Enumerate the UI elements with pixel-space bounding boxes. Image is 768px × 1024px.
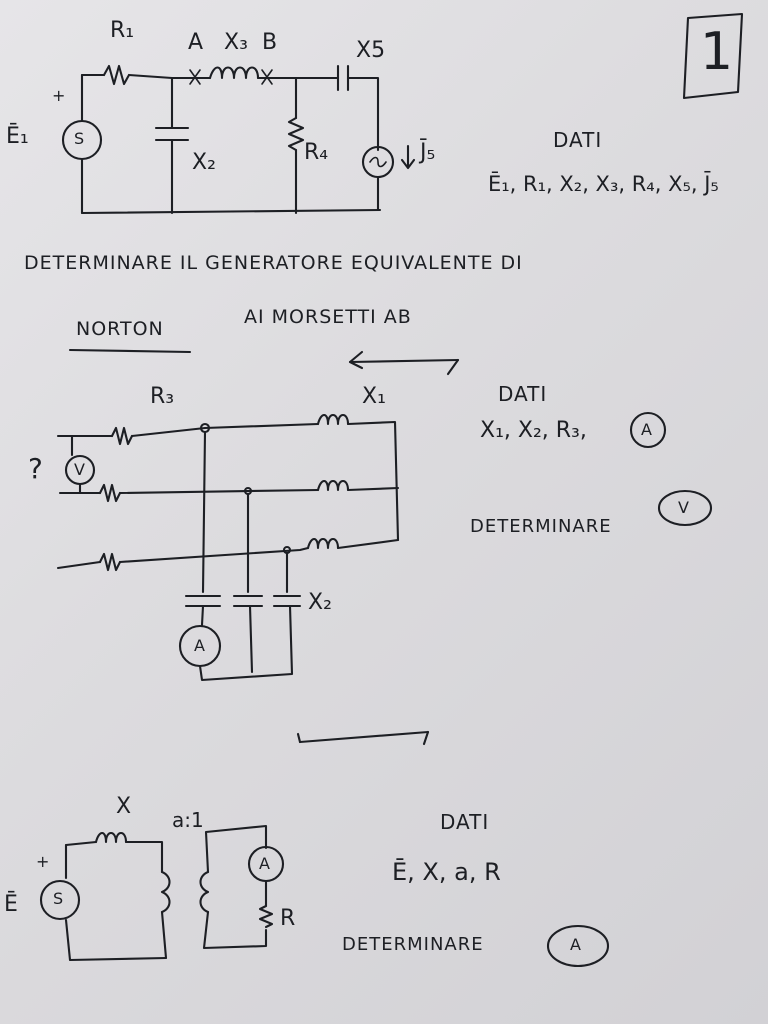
terminal-b-mark: [261, 69, 273, 85]
inductor-x1-line2: [316, 479, 350, 492]
label-voltmeter-v: V: [74, 460, 85, 479]
circuit-3: [39, 824, 285, 962]
dati-meter-2: A: [641, 420, 652, 439]
capacitor-x5: [336, 64, 350, 92]
label-source-s-1: S: [74, 129, 85, 148]
voltage-source-e: [39, 879, 81, 921]
dati-ammeter-circle-2: [629, 411, 667, 449]
transformer-primary: [160, 870, 171, 914]
resistor-r3-line2: [98, 483, 122, 503]
inductor-x1-line1: [316, 413, 350, 426]
dati-title-3: DATI: [440, 810, 490, 834]
label-r3: R₃: [150, 384, 175, 409]
label-x1: X₁: [362, 384, 386, 409]
separator-2: [296, 730, 430, 746]
inductor-x1-line3: [306, 537, 340, 550]
task-1-line-1: DETERMINARE IL GENERATORE EQUIVALENTE DI: [24, 252, 523, 274]
task-ammeter-circle-3: [546, 924, 610, 968]
label-terminal-b: B: [262, 30, 278, 55]
task-3: DETERMINARE: [342, 934, 484, 955]
label-x2-1: X₂: [192, 150, 216, 175]
label-x5: X5: [356, 38, 386, 63]
label-ammeter-a-3: A: [259, 854, 270, 873]
circuit-1: [61, 64, 416, 215]
terminal-a-mark: [189, 69, 201, 85]
norton-underline: [68, 348, 192, 354]
capacitor-x2: [154, 126, 190, 142]
capacitor-x2-2: [232, 594, 264, 608]
capacitor-x2-3: [272, 594, 302, 608]
transformer-secondary: [199, 870, 210, 914]
inductor-x3: [208, 66, 260, 80]
task-2: DETERMINARE: [470, 516, 612, 537]
label-ammeter-a-2: A: [194, 636, 205, 655]
task-meter-3: A: [570, 935, 581, 954]
task-voltmeter-circle-2: [657, 489, 713, 527]
circuit-2: [56, 413, 400, 682]
label-r-3: R: [280, 906, 296, 931]
resistor-r: [258, 904, 274, 929]
dati-values-2: X₁, X₂, R₃,: [480, 418, 587, 443]
task-meter-2: V: [678, 498, 689, 517]
capacitor-x2-1: [184, 594, 222, 608]
label-source-s-3: S: [53, 889, 64, 908]
voltage-source-e1: [61, 119, 103, 161]
task-1-norton: NORTON: [76, 318, 164, 340]
page-number: 1: [700, 22, 734, 82]
label-e-3: Ē: [4, 892, 18, 917]
task-1-line-2: AI MORSETTI AB: [244, 306, 412, 328]
resistor-r1: [102, 64, 131, 86]
label-terminal-a: A: [188, 30, 204, 55]
label-x-3: X: [116, 794, 132, 819]
label-e1: Ē₁: [6, 124, 29, 149]
label-ratio: a:1: [172, 808, 204, 832]
label-x2-2: X₂: [308, 590, 332, 615]
inductor-x: [94, 831, 128, 844]
label-plus-1: +: [52, 86, 66, 105]
resistor-r3-line3: [98, 552, 122, 572]
page-number-box: [682, 12, 744, 100]
current-arrow-j5: [400, 144, 416, 170]
dati-values-3: Ē, X, a, R: [392, 858, 501, 886]
label-question: ?: [28, 452, 43, 485]
label-j5: J̄₅: [420, 140, 436, 165]
dati-title-2: DATI: [498, 382, 548, 406]
dati-title-1: DATI: [553, 128, 603, 152]
separator-1: [348, 350, 460, 376]
resistor-r4: [287, 116, 305, 152]
label-r4: R₄: [304, 140, 329, 165]
label-x3: X₃: [224, 30, 248, 55]
label-plus-3: +: [36, 852, 50, 871]
resistor-r3-line1: [110, 426, 134, 446]
label-r1: R₁: [110, 18, 135, 43]
dati-values-1: Ē₁, R₁, X₂, X₃, R₄, X₅, J̄₅: [488, 172, 719, 196]
